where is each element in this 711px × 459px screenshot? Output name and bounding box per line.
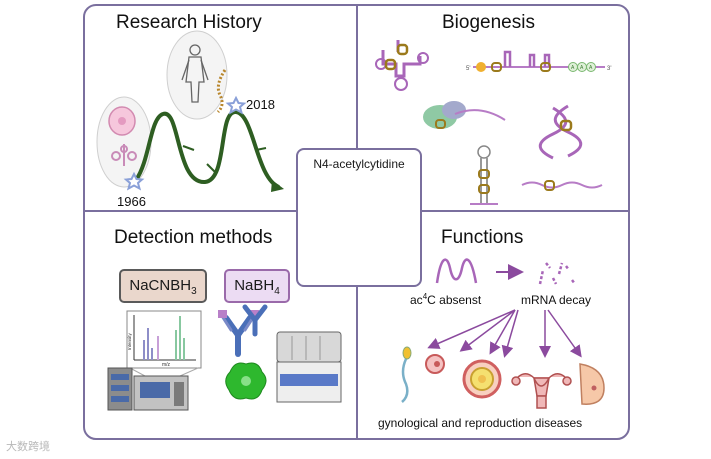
strand-3-label: 3' xyxy=(607,66,611,72)
reagent-nabh4-sub: 4 xyxy=(274,286,280,297)
ac4c-absent-post: C absenst xyxy=(427,293,482,307)
strand-5-label: 5' xyxy=(466,66,470,72)
human-oval xyxy=(166,30,228,120)
uterus-icon xyxy=(511,373,572,409)
year-2018: 2018 xyxy=(246,97,275,112)
reagent-nabh4-main: NaBH xyxy=(234,277,275,294)
reagent-nacnbh3-sub: 3 xyxy=(191,286,197,297)
rna-strand-icon xyxy=(216,69,227,114)
biogenesis-title: Biogenesis xyxy=(442,12,535,33)
ac4c-absent-sup: 4 xyxy=(422,292,428,301)
sequencer-icon xyxy=(276,331,342,403)
ms-xlabel: m/z xyxy=(162,362,171,368)
antibody-icon xyxy=(218,310,259,357)
history-arrowhead xyxy=(271,180,284,192)
egg-cell-icon xyxy=(425,354,445,374)
reagent-nacnbh3: NaCNBH3 xyxy=(119,269,207,303)
history-curve xyxy=(134,110,281,189)
ac4c-absent-label: ac4C absenst xyxy=(410,292,481,307)
detection-methods-title: Detection methods xyxy=(114,227,273,248)
peaks-icon xyxy=(435,258,478,284)
mrna-decay-label: mRNA decay xyxy=(521,293,592,307)
decayed-rna-icon xyxy=(538,262,576,285)
lc-ms-instrument-icon xyxy=(107,367,189,411)
trna-structure-icon xyxy=(375,40,429,91)
dna-helix-icon xyxy=(538,104,583,160)
ms-spectrum-plot xyxy=(126,310,202,369)
trna-icon xyxy=(111,144,137,166)
oocyte-icon xyxy=(462,359,502,399)
functions-title: Functions xyxy=(441,227,524,248)
antibody-2-icon xyxy=(242,304,268,337)
reagent-nabh4: NaBH4 xyxy=(224,269,290,303)
wavy-rna-icon xyxy=(521,181,603,189)
ms-zoom-lines xyxy=(129,367,199,377)
watermark: 大数跨境 xyxy=(6,441,50,453)
star-1966-icon xyxy=(123,171,145,191)
poly-a-bead-2: A xyxy=(580,65,584,71)
ms-ylabel: Intensity xyxy=(127,332,132,350)
research-history-title: Research History xyxy=(116,12,262,33)
breast-icon xyxy=(579,363,605,405)
diseases-label: gynological and reproduction diseases xyxy=(378,416,583,430)
hairpin-rna-icon xyxy=(470,145,498,205)
enzyme-complex-icon xyxy=(423,101,506,129)
reagent-nacnbh3-main: NaCNBH xyxy=(129,277,192,294)
center-molecule-box: N4-acetylcytidine xyxy=(296,148,422,287)
center-molecule-title: N4-acetylcytidine xyxy=(313,157,405,171)
year-1966: 1966 xyxy=(117,194,146,209)
poly-a-bead-1: A xyxy=(571,65,575,71)
star-2018-icon xyxy=(225,95,247,115)
poly-a-bead-3: A xyxy=(589,65,593,71)
ac4c-absent-pre: ac xyxy=(410,293,423,307)
human-icon xyxy=(181,44,209,103)
sperm-icon xyxy=(401,346,412,403)
